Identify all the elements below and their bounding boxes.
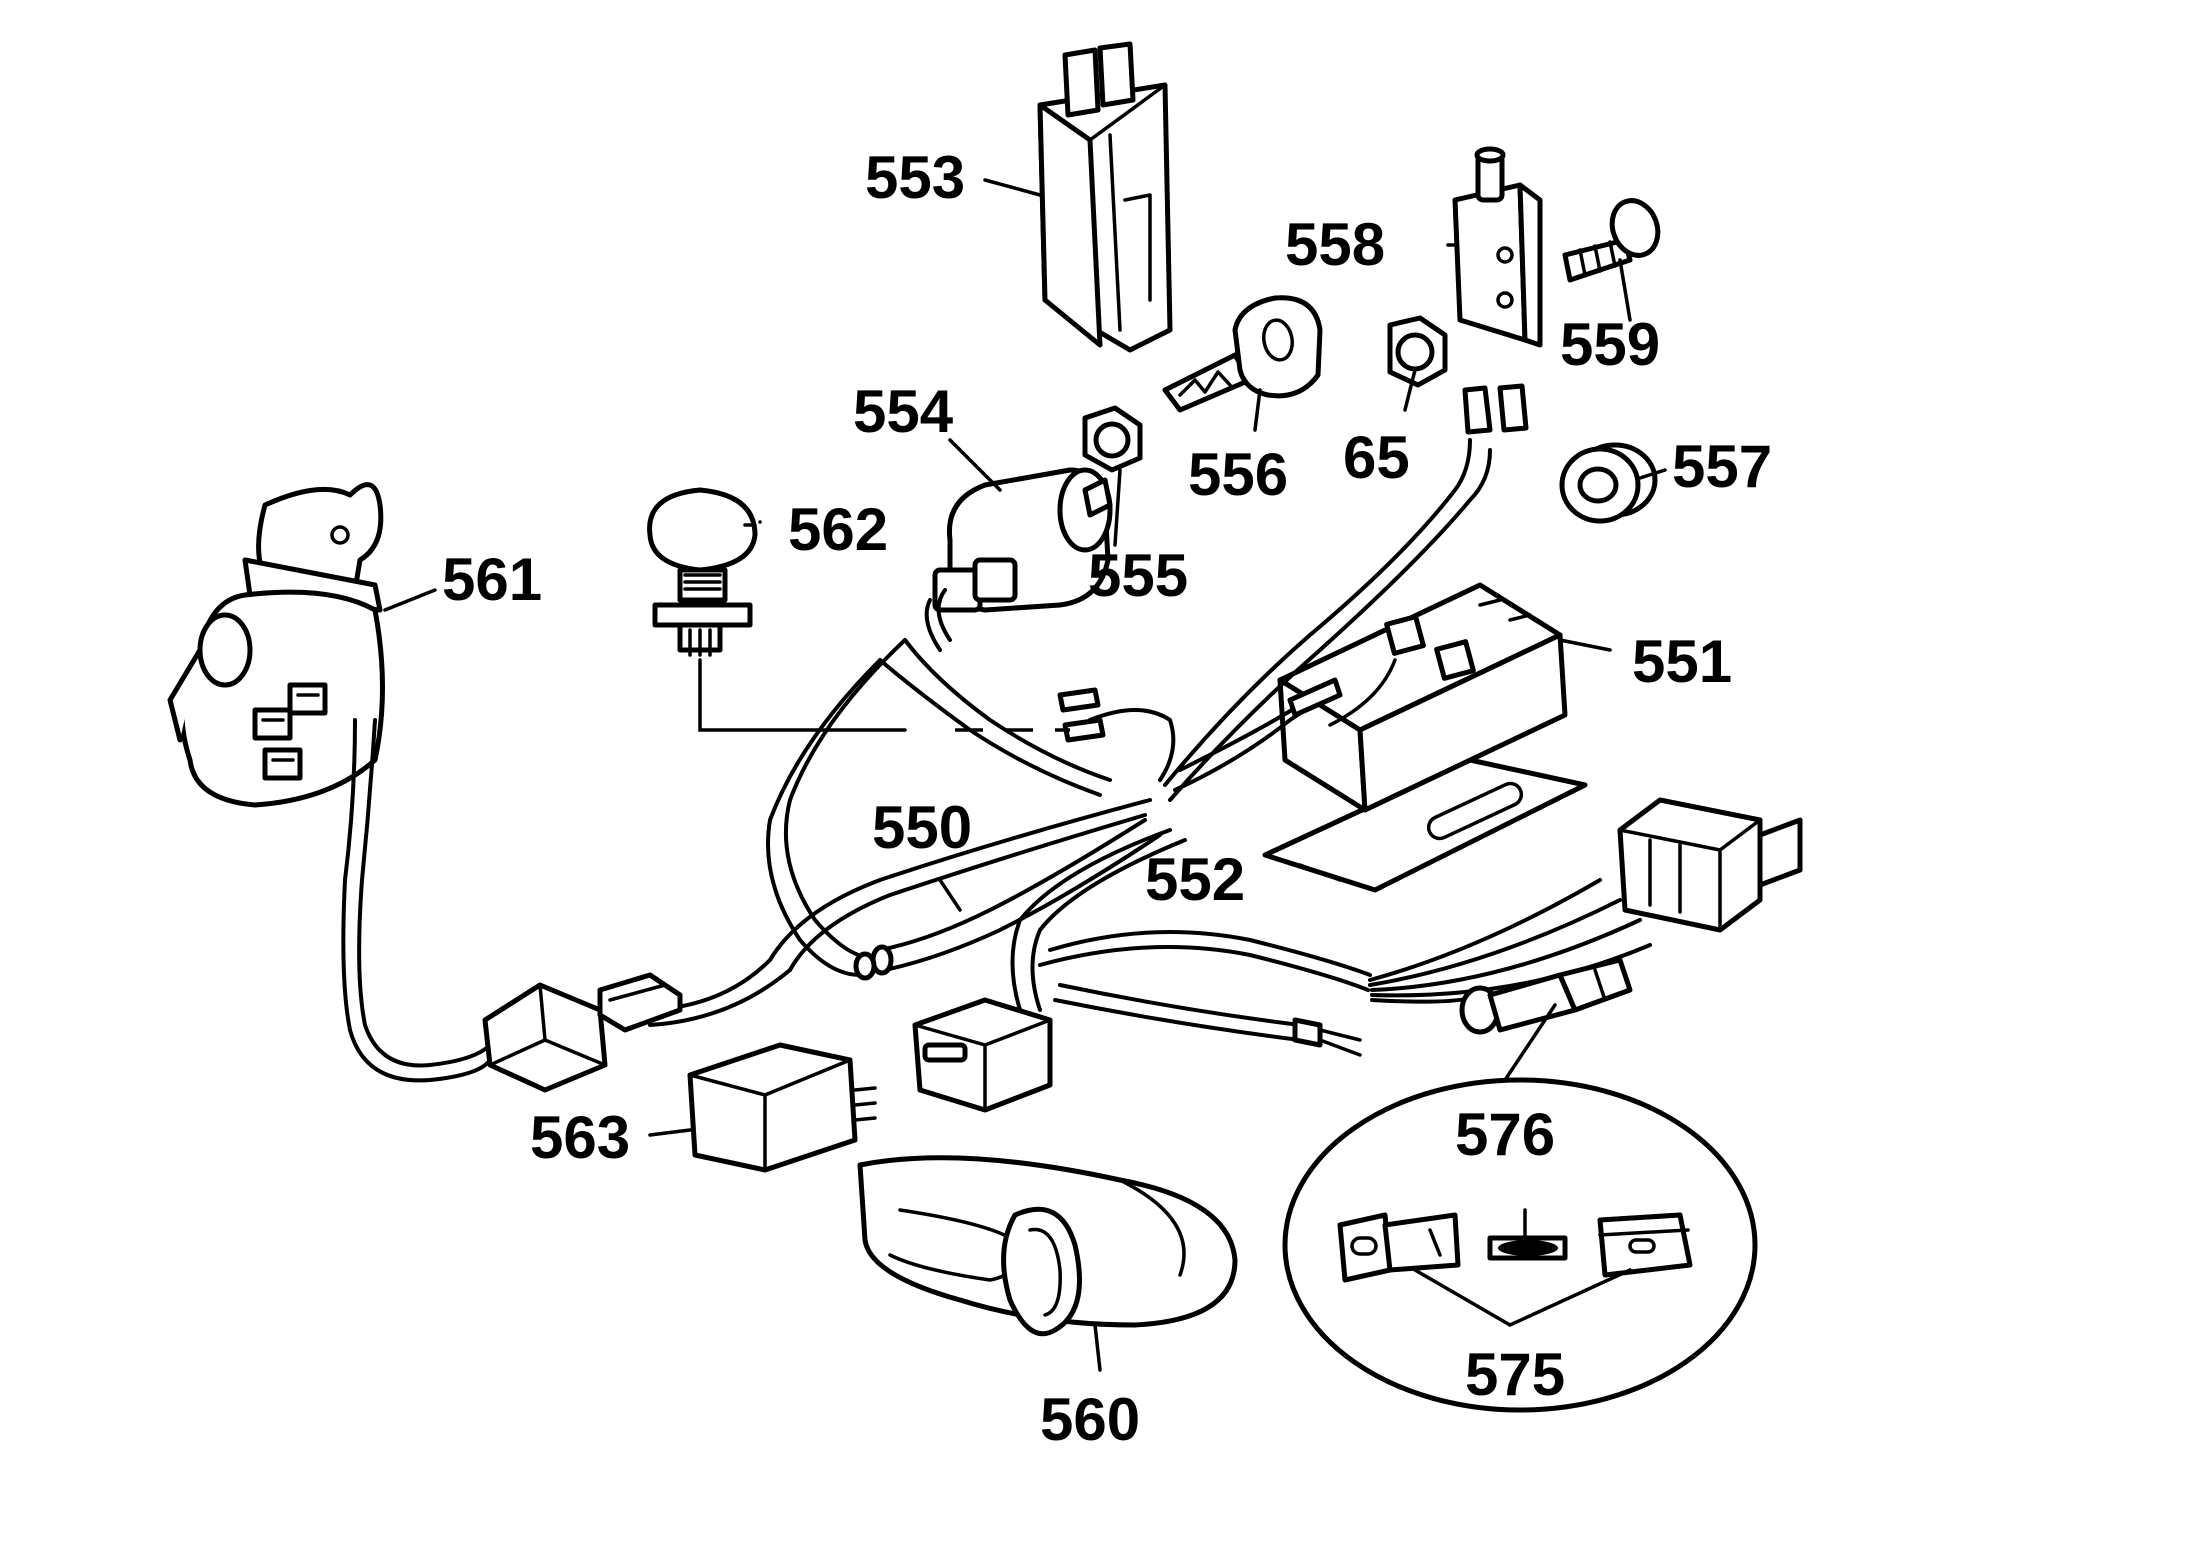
part-555-hex-nut bbox=[1082, 405, 1143, 473]
callout-553: 553 bbox=[865, 144, 965, 211]
part-562-push-button bbox=[647, 487, 758, 657]
callout-575: 575 bbox=[1465, 1341, 1565, 1408]
callout-551: 551 bbox=[1632, 628, 1732, 695]
callout-563: 563 bbox=[530, 1104, 630, 1171]
part-560-velcro-strap bbox=[857, 1155, 1238, 1337]
callout-554: 554 bbox=[853, 378, 954, 445]
part-65-hex-nut bbox=[1387, 315, 1448, 388]
callout-560: 560 bbox=[1040, 1386, 1140, 1453]
callout-leaders bbox=[383, 178, 1667, 1372]
part-558-pin-block bbox=[1452, 146, 1543, 348]
inset-fuse-detail bbox=[1282, 1077, 1758, 1413]
callout-557: 557 bbox=[1672, 433, 1772, 500]
part-561-cable bbox=[341, 718, 608, 1093]
callout-552: 552 bbox=[1145, 846, 1245, 913]
callout-65: 65 bbox=[1343, 424, 1410, 491]
part-561-switch-housing bbox=[167, 482, 385, 808]
callout-561: 561 bbox=[442, 546, 542, 613]
part-562-connection-line bbox=[698, 658, 1070, 732]
callout-562: 562 bbox=[788, 496, 888, 563]
part-557-grommet bbox=[1559, 442, 1658, 524]
callout-558: 558 bbox=[1285, 211, 1385, 278]
callout-576: 576 bbox=[1455, 1101, 1555, 1168]
part-553-bracket bbox=[1037, 41, 1173, 353]
part-556-key bbox=[1162, 295, 1323, 413]
callout-556: 556 bbox=[1188, 441, 1288, 508]
part-563-relay bbox=[687, 1042, 877, 1173]
part-554-ignition-switch bbox=[932, 467, 1113, 613]
part-551-control-box bbox=[1277, 582, 1568, 813]
part-550-main-harness bbox=[597, 383, 1803, 1113]
part-559-screw bbox=[1562, 198, 1661, 283]
callout-550: 550 bbox=[872, 794, 972, 861]
callout-559: 559 bbox=[1560, 311, 1660, 378]
callout-555: 555 bbox=[1088, 542, 1188, 609]
callout-labels: 553 558 559 554 556 65 557 562 561 555 5… bbox=[442, 144, 1772, 1453]
